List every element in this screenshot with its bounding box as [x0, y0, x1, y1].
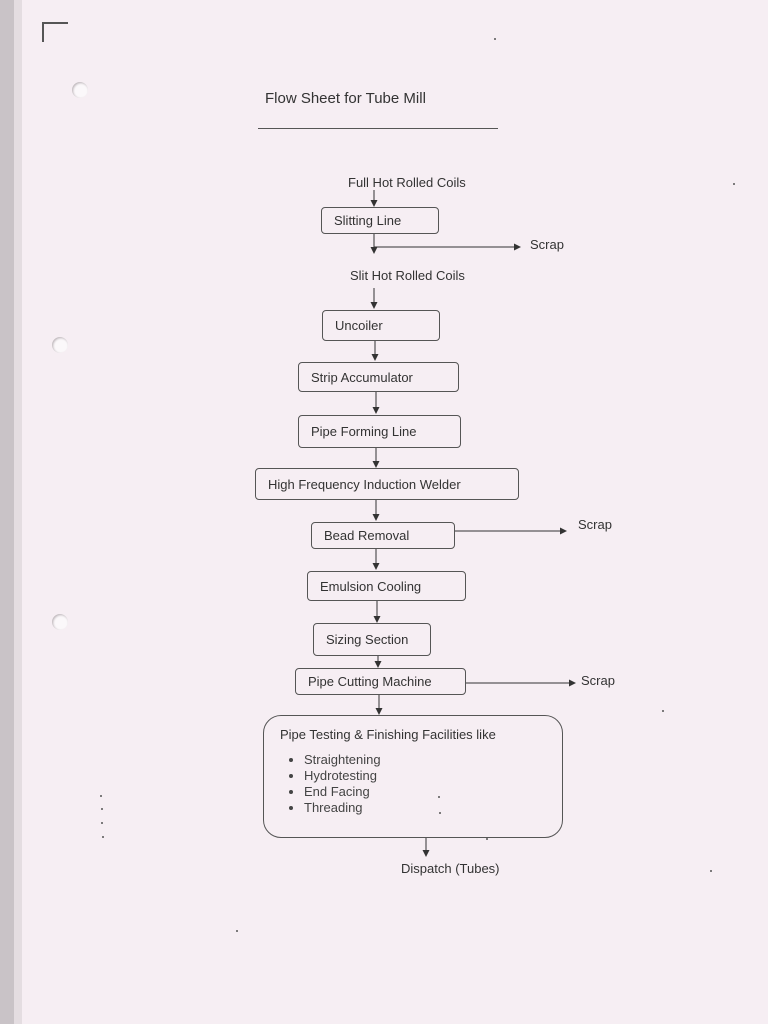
finishing-item: Straightening	[304, 752, 381, 768]
scan-speck	[710, 870, 712, 872]
input-full-hot-rolled-coils: Full Hot Rolled Coils	[348, 175, 466, 190]
scan-speck	[100, 795, 102, 797]
scan-speck	[486, 838, 488, 840]
output-dispatch: Dispatch (Tubes)	[401, 861, 500, 876]
finishing-list: Straightening Hydrotesting End Facing Th…	[286, 752, 381, 816]
finishing-item: Threading	[304, 800, 381, 816]
punch-hole	[52, 614, 68, 630]
scrap-output: Scrap	[578, 517, 612, 532]
step-hf-induction-welder: High Frequency Induction Welder	[255, 468, 519, 500]
step-pipe-testing-finishing: Pipe Testing & Finishing Facilities like…	[263, 715, 563, 838]
page-edge-shadow	[14, 0, 22, 1024]
step-bead-removal: Bead Removal	[311, 522, 455, 549]
scan-speck	[101, 808, 103, 810]
finishing-item: Hydrotesting	[304, 768, 381, 784]
scan-speck	[102, 836, 104, 838]
scan-speck	[662, 710, 664, 712]
scrap-output: Scrap	[581, 673, 615, 688]
page-title: Flow Sheet for Tube Mill	[265, 90, 426, 107]
step-sizing-section: Sizing Section	[313, 623, 431, 656]
title-underline	[258, 128, 498, 129]
intermediate-slit-hot-rolled-coils: Slit Hot Rolled Coils	[350, 268, 465, 283]
scan-speck	[733, 183, 735, 185]
finishing-title: Pipe Testing & Finishing Facilities like	[280, 727, 496, 742]
step-pipe-cutting-machine: Pipe Cutting Machine	[295, 668, 466, 695]
scrap-output: Scrap	[530, 237, 564, 252]
step-strip-accumulator: Strip Accumulator	[298, 362, 459, 392]
punch-hole	[52, 337, 68, 353]
scan-speck	[439, 812, 441, 814]
scan-speck	[494, 38, 496, 40]
scan-speck	[438, 796, 440, 798]
step-emulsion-cooling: Emulsion Cooling	[307, 571, 466, 601]
step-slitting-line: Slitting Line	[321, 207, 439, 234]
finishing-item: End Facing	[304, 784, 381, 800]
step-uncoiler: Uncoiler	[322, 310, 440, 341]
step-pipe-forming-line: Pipe Forming Line	[298, 415, 461, 448]
punch-hole	[72, 82, 88, 98]
scan-speck	[101, 822, 103, 824]
scan-speck	[236, 930, 238, 932]
corner-mark	[42, 22, 68, 42]
